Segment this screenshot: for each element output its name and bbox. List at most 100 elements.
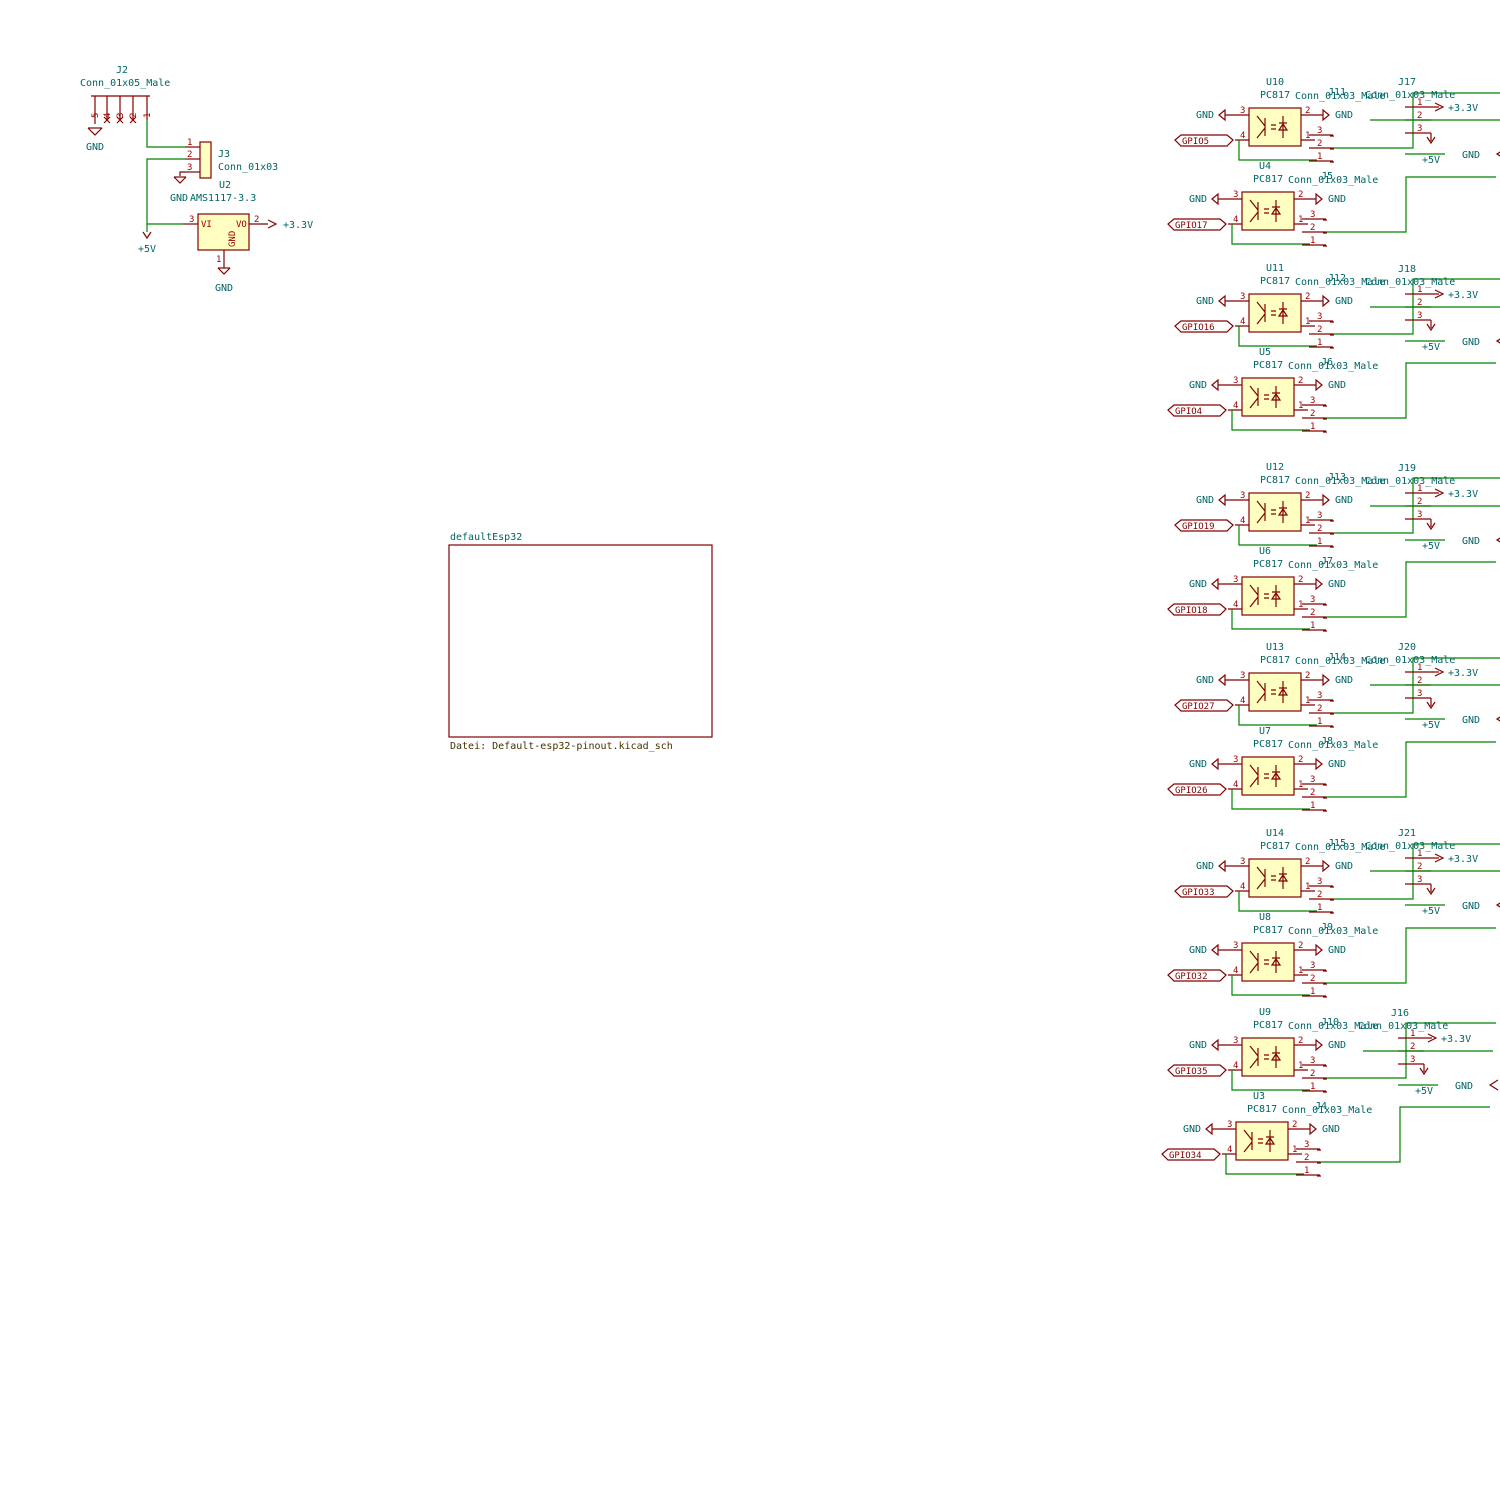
conn-pin: 2 [1317, 524, 1322, 534]
opto-pin-3: 3 [1233, 376, 1238, 386]
opto-pin-1: 1 [1305, 882, 1310, 892]
opto-pin-1: 1 [1298, 600, 1303, 610]
conn-pin: 3 [1310, 775, 1315, 785]
conn-pin: 3 [1317, 691, 1322, 701]
rconn-pin: 1 [1417, 849, 1422, 859]
conn-pin: 2 [1310, 608, 1315, 618]
conn-pin: 1 [1310, 801, 1315, 811]
opto-pin-2: 2 [1305, 491, 1310, 501]
conn-pin: 1 [1317, 903, 1322, 913]
opto-gpio-label: GPIO34 [1169, 1151, 1202, 1161]
rconn-pin: 1 [1410, 1029, 1415, 1039]
regulator-u2[interactable]: U2 GND AMS1117-3.3 VI VO GND 3 2 1 +3.3V… [170, 180, 313, 294]
rconn-ref: J19 [1398, 463, 1416, 474]
conn-pin: 1 [1317, 152, 1322, 162]
opto-pin-2: 2 [1305, 292, 1310, 302]
j2-pin-3: 3 [116, 113, 126, 118]
conn-ref: J4 [1315, 1101, 1327, 1112]
conn-value: Conn_01x03_Male [1288, 740, 1378, 751]
opto-ref: U11 [1266, 263, 1284, 274]
opto-value: PC817 [1253, 1020, 1283, 1031]
opto-pin-2: 2 [1305, 671, 1310, 681]
opto-gnd-left: GND [1189, 194, 1207, 205]
j2-pin-5: 5 [91, 113, 101, 118]
hier-sheet-defaultesp32[interactable]: defaultEsp32 Datei: Default-esp32-pinout… [448, 532, 713, 752]
opto-gnd-left: GND [1189, 759, 1207, 770]
rconn-pin: 3 [1410, 1055, 1415, 1065]
conn-value: Conn_01x03_Male [1282, 1105, 1372, 1116]
opto-pin-1: 1 [1298, 966, 1303, 976]
connector-j2[interactable]: J2 Conn_01x05_Male 5 4 3 2 1 GND [80, 65, 170, 153]
opto-gpio-label: GPIO17 [1175, 221, 1208, 231]
rconn-pin: 3 [1417, 124, 1422, 134]
opto-gnd-left: GND [1183, 1124, 1201, 1135]
opto-ref: U14 [1266, 828, 1284, 839]
opto-pin-4: 4 [1227, 1145, 1232, 1155]
conn-ref: J11 [1328, 87, 1346, 98]
sheet-name: defaultEsp32 [450, 532, 522, 543]
opto-gnd-right: GND [1328, 194, 1346, 205]
opto-gnd-right: GND [1335, 861, 1353, 872]
opto-pin-4: 4 [1233, 215, 1238, 225]
opto-pin-1: 1 [1298, 401, 1303, 411]
opto-gpio-label: GPIO32 [1175, 972, 1208, 982]
conn-pin: 2 [1310, 974, 1315, 984]
u2-value: AMS1117-3.3 [190, 193, 256, 204]
u2-pin-3: 3 [189, 215, 194, 225]
opto-pin-2: 2 [1298, 941, 1303, 951]
conn-value: Conn_01x03_Male [1295, 656, 1385, 667]
opto-gnd-left: GND [1196, 110, 1214, 121]
conn-value: Conn_01x03_Male [1295, 277, 1385, 288]
conn-pin: 1 [1310, 621, 1315, 631]
opto-gnd-right: GND [1328, 579, 1346, 590]
rconn-value: Conn_01x03_Male [1365, 476, 1455, 487]
opto-pin-4: 4 [1240, 882, 1245, 892]
rconn-gnd: GND [1462, 536, 1480, 547]
rconn-v5: +5V [1422, 155, 1440, 166]
conn-pin: 1 [1317, 717, 1322, 727]
opto-pin-3: 3 [1240, 491, 1245, 501]
rconn-pin: 3 [1417, 689, 1422, 699]
rconn-value: Conn_01x03_Male [1365, 655, 1455, 666]
opto-gpio-label: GPIO27 [1182, 702, 1215, 712]
j2-gnd-label: GND [86, 142, 104, 153]
opto-pin-2: 2 [1305, 106, 1310, 116]
opto-pin-1: 1 [1305, 131, 1310, 141]
opto-ref: U12 [1266, 462, 1284, 473]
opto-gnd-left: GND [1196, 296, 1214, 307]
u2-ref: U2 [219, 180, 231, 191]
conn-pin: 3 [1310, 595, 1315, 605]
rconn-gnd: GND [1455, 1081, 1473, 1092]
opto-pin-1: 1 [1305, 696, 1310, 706]
conn-ref: J5 [1321, 171, 1333, 182]
rconn-v5: +5V [1422, 906, 1440, 917]
conn-pin: 1 [1310, 1082, 1315, 1092]
opto-pin-1: 1 [1298, 780, 1303, 790]
rconn-pin: 1 [1417, 484, 1422, 494]
conn-pin: 2 [1304, 1153, 1309, 1163]
connector-j3[interactable]: 1 2 3 J3 Conn_01x03 [185, 138, 278, 179]
conn-ref: J9 [1321, 922, 1333, 933]
rconn-v33: +3.3V [1448, 290, 1478, 301]
conn-value: Conn_01x03_Male [1288, 926, 1378, 937]
rconn-value: Conn_01x03_Male [1365, 90, 1455, 101]
